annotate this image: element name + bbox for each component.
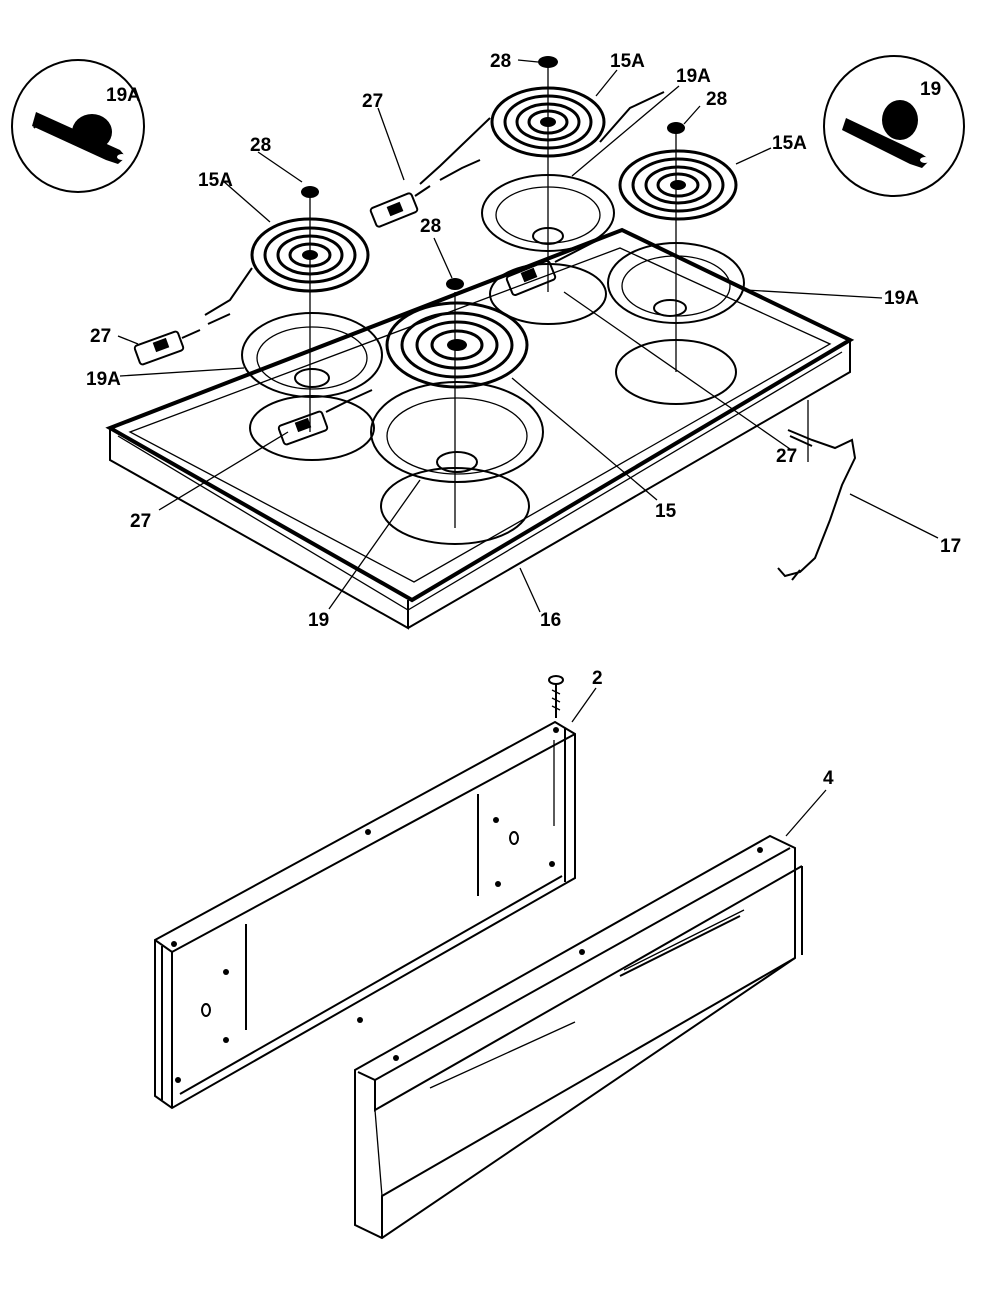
caps-28 (301, 56, 685, 290)
inset-left-drip-bowl-detail: 19A (11, 59, 145, 193)
terminal-block-center (505, 233, 611, 296)
label-19a-inset: 19A (106, 85, 141, 106)
leader-screw (571, 687, 597, 723)
drip-pan-front (370, 381, 544, 483)
leader-lines (117, 59, 939, 613)
label-block-left: 27 (90, 326, 111, 347)
drip-pan-right (607, 242, 745, 324)
label-cap-center: 28 (420, 216, 441, 237)
element-terminal-leads (204, 91, 665, 316)
label-block-right: 27 (776, 446, 797, 467)
label-wire: 17 (940, 536, 961, 557)
label-block-front: 27 (130, 511, 151, 532)
label-element-top: 15A (610, 51, 645, 72)
label-cap-left: 28 (250, 135, 271, 156)
label-pan-left: 19A (86, 369, 121, 390)
label-screw: 2 (592, 668, 603, 689)
drip-pan-left (241, 312, 383, 398)
label-pan-top: 19A (676, 66, 711, 87)
cooktop-openings (249, 263, 737, 545)
label-cap-right: 28 (706, 89, 727, 110)
screw (548, 675, 564, 718)
label-block-top: 27 (362, 91, 383, 112)
label-pan-front: 19 (308, 610, 329, 631)
surface-element-right (618, 149, 738, 221)
terminal-block-left (133, 313, 231, 366)
side-panel (154, 720, 576, 1110)
front-control-panel (354, 834, 803, 1240)
label-front-panel: 4 (823, 768, 834, 789)
inset-right-drip-bowl-detail: 19 (823, 55, 965, 197)
surface-element-front (385, 301, 529, 389)
leader-front-panel (785, 789, 827, 837)
label-element-left: 15A (198, 170, 233, 191)
surface-element-top (490, 86, 606, 158)
terminal-block-top (369, 159, 481, 228)
surface-element-left (250, 217, 370, 293)
label-19-inset: 19 (920, 79, 941, 100)
label-cap-top: 28 (490, 51, 511, 72)
label-cooktop: 16 (540, 610, 561, 631)
drip-pan-top (481, 174, 615, 252)
label-element-right: 15A (772, 133, 807, 154)
label-element-front: 15 (655, 501, 677, 522)
label-pan-right: 19A (884, 288, 919, 309)
cooktop-main-top (105, 227, 855, 630)
